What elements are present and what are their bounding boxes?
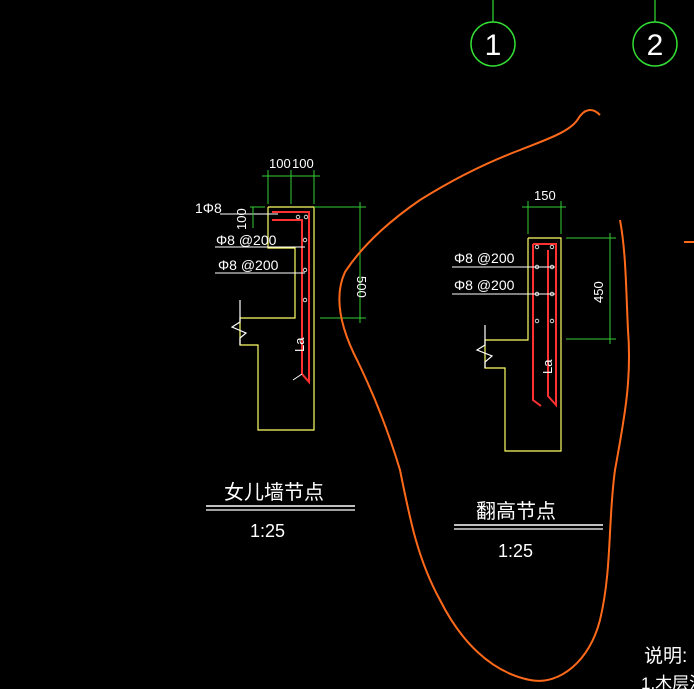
parapet-dimensions	[250, 170, 366, 323]
upturn-title: 翻高节点	[476, 499, 556, 523]
upturn-scale: 1:25	[498, 541, 533, 561]
upturn-dim-height: 450	[591, 281, 606, 303]
parapet-dim-side-small: 100	[234, 208, 249, 230]
notes-line-1: 1.木层注	[641, 674, 694, 689]
upturn-anchor-label: La	[540, 359, 555, 374]
parapet-top-bar-label: 1Φ8	[195, 200, 222, 216]
parapet-rebar	[272, 211, 310, 385]
parapet-anchor-label: La	[292, 337, 307, 352]
upturn-rebar-left	[532, 244, 542, 407]
parapet-detail: 100 100 100 500 1Φ8 Φ8 @200 Φ8 @200 La 女…	[195, 156, 369, 541]
upturn-rebar-label-1: Φ8 @200	[454, 250, 515, 266]
parapet-rebar-label-1: Φ8 @200	[216, 232, 277, 248]
axis-bubble-1-label: 1	[485, 29, 502, 62]
upturn-rebar-label-2: Φ8 @200	[454, 277, 515, 293]
upturn-rebar-dots	[534, 244, 555, 324]
parapet-rebar-dots	[295, 214, 309, 303]
upturn-detail: 150 450 Φ8 @200 Φ8 @200 La 翻高节点 1:25	[452, 188, 616, 561]
notes-heading: 说明:	[644, 645, 687, 667]
parapet-rebar-hook	[292, 373, 303, 381]
axis-bubble-2: 2	[632, 0, 678, 67]
parapet-dim-height: 500	[354, 276, 369, 298]
parapet-break-line	[230, 300, 248, 345]
upturn-break-line	[475, 325, 494, 368]
parapet-rebar-label-2: Φ8 @200	[218, 257, 279, 273]
parapet-dim-top-right: 100	[292, 156, 314, 171]
upturn-rebar	[533, 243, 557, 408]
axis-bubble-2-label: 2	[647, 29, 664, 62]
upturn-outline	[484, 237, 562, 452]
parapet-scale: 1:25	[250, 521, 285, 541]
upturn-leaders	[452, 266, 555, 295]
upturn-dim-width: 150	[534, 188, 556, 203]
markup-cloud	[338, 109, 631, 682]
axis-bubble-1: 1	[470, 0, 516, 67]
parapet-title: 女儿墙节点	[224, 480, 324, 504]
parapet-dim-top-left: 100	[269, 156, 291, 171]
upturn-dimensions	[522, 201, 616, 344]
parapet-leaders	[215, 213, 305, 274]
